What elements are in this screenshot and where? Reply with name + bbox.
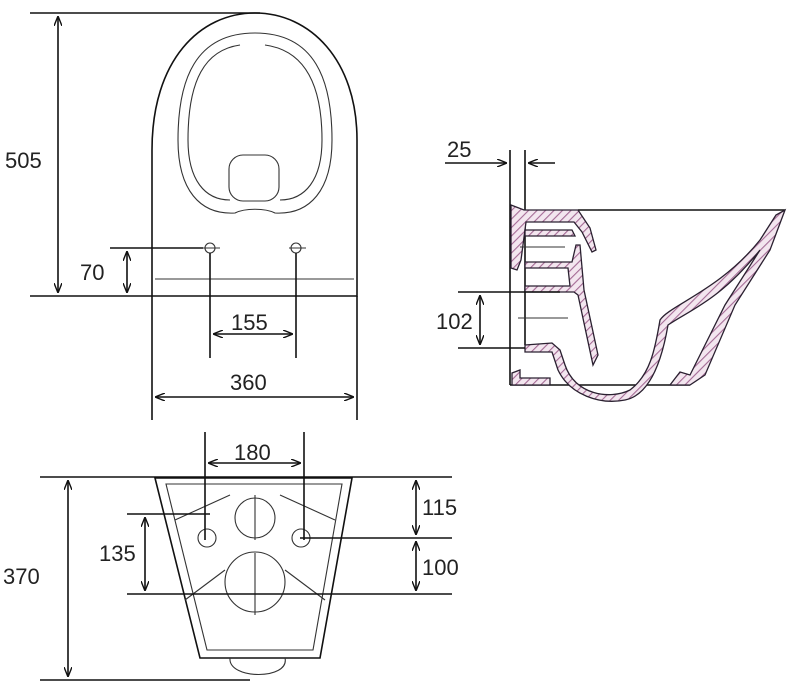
dim-115: 115 xyxy=(422,495,457,520)
top-view: 505 70 155 360 xyxy=(5,12,358,420)
rear-view: 180 370 135 115 100 xyxy=(3,432,459,681)
flush-opening xyxy=(228,154,280,202)
dim-505: 505 xyxy=(5,148,42,173)
dim-25: 25 xyxy=(447,137,471,162)
seat-outline xyxy=(177,32,333,214)
dim-370: 370 xyxy=(3,564,40,589)
side-section-view: 25 102 xyxy=(436,137,787,402)
dim-100: 100 xyxy=(422,555,459,580)
dim-70: 70 xyxy=(80,260,104,285)
dim-155: 155 xyxy=(231,310,268,335)
dim-360: 360 xyxy=(230,370,267,395)
rear-outline xyxy=(153,477,353,659)
dim-102: 102 xyxy=(436,309,473,334)
bolt-hole-icon xyxy=(197,528,217,548)
dim-135: 135 xyxy=(99,541,136,566)
dim-180: 180 xyxy=(234,440,271,465)
